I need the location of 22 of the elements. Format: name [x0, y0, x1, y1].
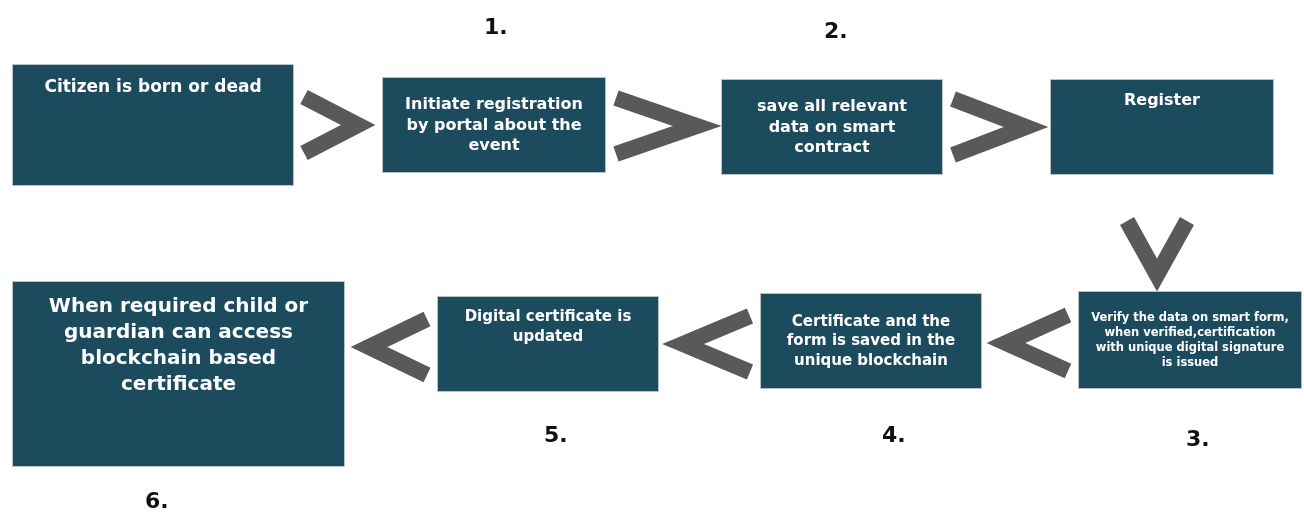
box-text: Certificate and the form is saved in the unique blockchain — [785, 311, 957, 371]
box-text: Initiate registration by portal about the event — [404, 93, 584, 157]
step-number: 5. — [544, 422, 568, 447]
step-number: 2. — [824, 18, 848, 43]
box-text: save all relevant data on smart contract — [756, 95, 908, 159]
process-box — [437, 296, 659, 392]
step-number: 4. — [882, 422, 906, 447]
process-box — [382, 77, 606, 173]
process-box — [1050, 79, 1274, 175]
box-text: Digital certificate is updated — [463, 307, 633, 346]
process-box — [12, 64, 294, 186]
box-text: Verify the data on smart form, when verified,certification with unique digital signature is issued — [1091, 310, 1289, 370]
step-number: 1. — [484, 14, 508, 39]
process-box — [760, 293, 982, 389]
process-box — [1078, 291, 1302, 389]
process-box — [12, 281, 345, 467]
box-text: Register — [1124, 90, 1200, 111]
box-text: Citizen is born or dead — [44, 75, 262, 98]
box-text: When required child or guardian can access blockchain based certificate — [47, 292, 310, 396]
step-number: 3. — [1186, 426, 1210, 451]
process-box — [721, 79, 943, 175]
step-number: 6. — [145, 488, 169, 513]
